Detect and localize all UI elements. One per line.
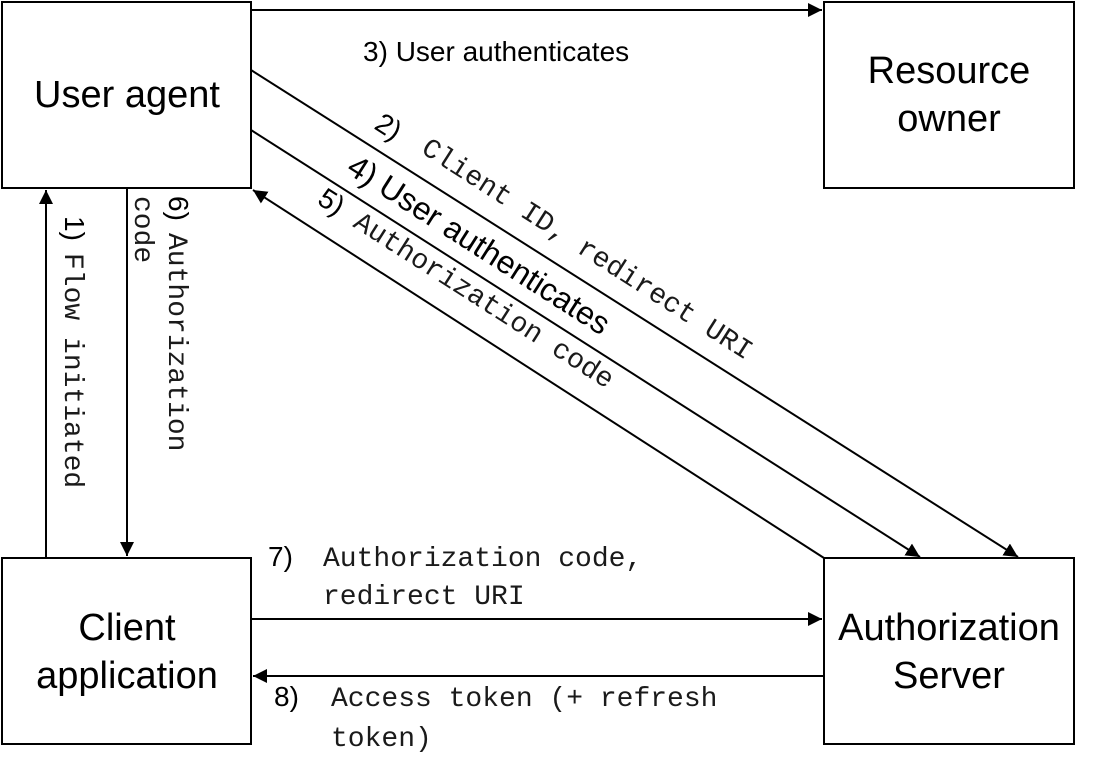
step-8-number: 8) (274, 681, 299, 712)
arrow-2-client-id (250, 69, 1019, 558)
step-7-number: 7) (268, 541, 293, 572)
step-3-number: 3) (363, 36, 388, 67)
arrow-4-user-authenticates (250, 129, 921, 558)
client-application-label-line1: Client (78, 607, 176, 649)
authorization-server-label-line2: Server (893, 655, 1005, 697)
step-4-number: 4) (341, 148, 384, 194)
arrow-5-authorization-code (252, 189, 825, 559)
step-6-text-line2: code (126, 196, 157, 263)
step-3-label: 3) User authenticates (363, 36, 629, 67)
step-5-number: 5) (313, 182, 351, 222)
user-agent-label: User agent (34, 74, 220, 116)
step-1-text: Flow initiated (56, 253, 87, 488)
node-authorization-server: Authorization Server (823, 557, 1075, 745)
step-6-text-line1: Authorization (160, 233, 191, 451)
step-6-number: 6) (163, 196, 194, 221)
authorization-server-label-line1: Authorization (838, 607, 1060, 649)
node-resource-owner: Resource owner (823, 1, 1075, 189)
client-application-box (1, 557, 252, 745)
node-client-application: Client application (1, 557, 252, 745)
resource-owner-label-line2: owner (897, 98, 1001, 140)
step-7-text-line2: redirect URI (323, 582, 525, 613)
node-user-agent: User agent (1, 1, 252, 189)
step-3-text: User authenticates (396, 36, 629, 67)
step-7-text-line1: Authorization code, (323, 544, 642, 575)
step-8-text-line2: token) (331, 724, 432, 755)
step-8-text-line1: Access token (+ refresh (331, 684, 717, 715)
step-1-number: 1) (59, 216, 90, 241)
step-2-number: 2) (370, 107, 408, 147)
resource-owner-label-line1: Resource (868, 50, 1031, 92)
resource-owner-box (823, 1, 1075, 189)
authorization-server-box (823, 557, 1075, 745)
client-application-label-line2: application (36, 655, 218, 697)
user-agent-box (1, 1, 252, 189)
